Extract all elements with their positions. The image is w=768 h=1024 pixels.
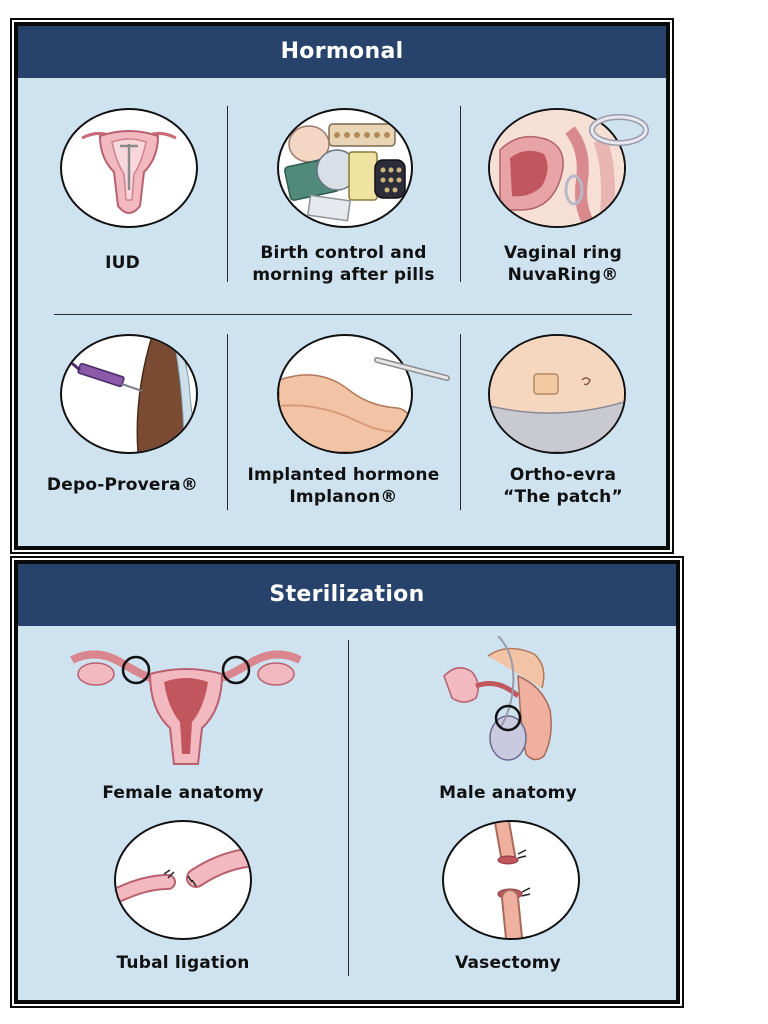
depo-label: Depo-Provera® [46,475,199,495]
hormonal-title: Hormonal [18,26,666,78]
divider [227,106,228,282]
depo-cell: Depo-Provera® [18,314,227,546]
divider [348,640,349,976]
vasectomy-label: Vasectomy [455,953,561,973]
divider [460,334,461,510]
tubal-ligation-label: Tubal ligation [116,953,250,973]
tubal-ligation-icon [114,820,252,940]
patch-cell: Ortho-evra “The patch” [460,314,666,546]
arm-implant-icon [277,334,413,454]
ring-cell: Vaginal ring NuvaRing® [460,86,666,316]
divider [227,334,228,510]
divider [460,106,461,282]
male-anatomy-label: Male anatomy [439,783,577,803]
sterilization-title: Sterilization [18,564,676,626]
vaginal-ring-icon [488,108,626,228]
implant-rod-icon [373,354,451,384]
pills-cell: Birth control and morning after pills [227,86,460,316]
pill-packs-icon [277,108,413,228]
sterilization-panel: Sterilization Female anatomy Male anatom [14,560,680,1004]
injection-icon [60,334,198,454]
hormonal-panel: Hormonal IUD [14,22,670,550]
iud-cell: IUD [18,86,227,316]
implant-label: Implanted hormone Implanon® [247,465,440,507]
ring-icon [588,112,650,148]
divider [54,314,632,315]
male-anatomy-icon [438,636,578,772]
female-anatomy-icon [66,644,306,772]
vasectomy-icon [442,820,580,940]
patch-label: Ortho-evra “The patch” [503,465,623,507]
ring-label: Vaginal ring NuvaRing® [504,243,622,285]
pills-label: Birth control and morning after pills [252,243,435,285]
implant-cell: Implanted hormone Implanon® [227,314,460,546]
skin-patch-icon [488,334,626,454]
iud-label: IUD [105,253,140,273]
iud-icon [60,108,198,228]
female-anatomy-label: Female anatomy [102,783,264,803]
